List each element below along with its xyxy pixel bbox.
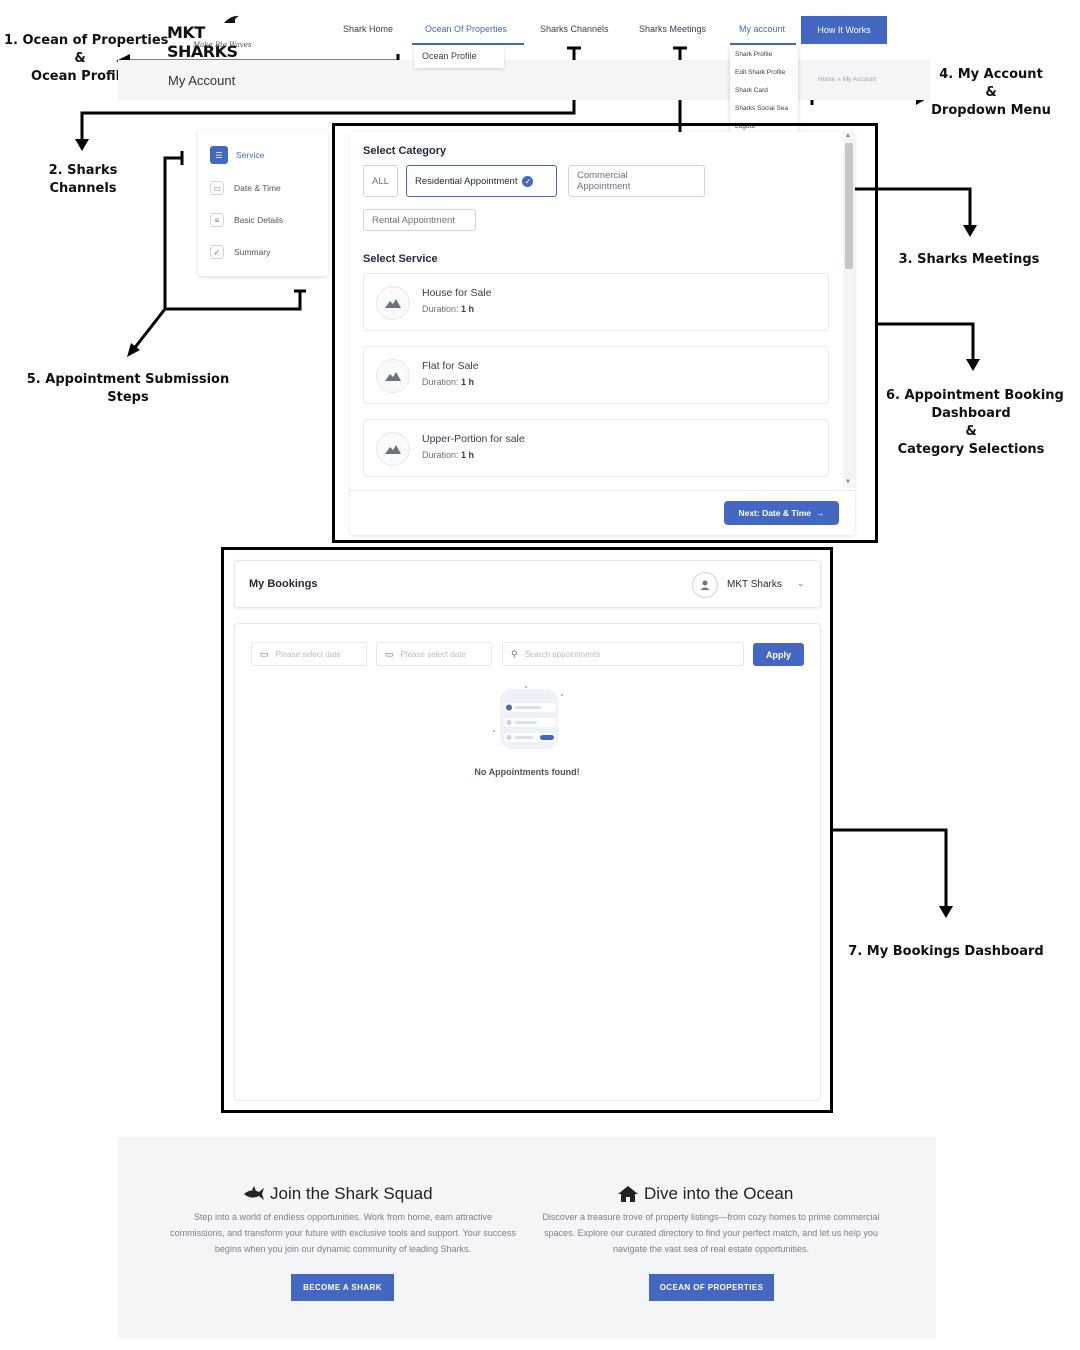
booking-footer [350, 490, 855, 535]
search-input[interactable]: ⚲ Search appointments [502, 642, 744, 666]
service-duration: Duration: 1 h [422, 450, 475, 460]
avatar[interactable] [692, 572, 718, 598]
ocean-submenu-item[interactable]: Ocean Profile [414, 46, 504, 68]
mountain-image-icon [376, 359, 410, 393]
annotation-frame-booking [332, 123, 878, 543]
service-item-upper-portion[interactable]: Upper-Portion for sale Duration: 1 h [363, 419, 829, 477]
step-summary[interactable]: ✓ Summary [210, 242, 270, 262]
bookings-header: My Bookings MKT Sharks ⌄ [234, 560, 821, 608]
nav-sharks-channels[interactable]: Sharks Channels [540, 24, 609, 34]
service-name: House for Sale [422, 287, 492, 299]
service-duration: Duration: 1 h [422, 304, 475, 314]
promo-right-text: Discover a treasure trove of property li… [542, 1212, 880, 1254]
apply-button[interactable]: Apply [753, 643, 804, 666]
nav-active-underline [412, 43, 524, 45]
shark-fin-icon [224, 15, 239, 23]
brand-logo[interactable]: MKT SHARKS Make Big Waves [167, 14, 267, 61]
annotation-my-bookings: 7. My Bookings Dashboard [848, 944, 1044, 959]
ocean-of-properties-button[interactable]: OCEAN OF PROPERTIES [649, 1274, 774, 1301]
shark-icon [244, 1186, 264, 1200]
category-commercial[interactable]: Commercial Appointment [568, 165, 705, 197]
promo-left-title: Join the Shark Squad [243, 1184, 433, 1204]
annotation-my-account: 4. My Account&Dropdown Menu [931, 67, 1051, 118]
brand-tagline: Make Big Waves [193, 41, 252, 49]
end-date-input[interactable]: ▭ Please select date [376, 642, 492, 666]
nav-sharks-meetings[interactable]: Sharks Meetings [639, 24, 707, 34]
service-item-flat[interactable]: Flat for Sale Duration: 1 h [363, 346, 829, 404]
menu-edit-shark-profile[interactable]: Edit Shark Profile [735, 69, 786, 76]
annotation-frame-bookings [221, 547, 833, 1113]
search-icon: ⚲ [511, 648, 518, 659]
menu-logout[interactable]: Logout [735, 123, 755, 130]
appointment-steps-card: ☰ Service ▭ Date & Time ≡ Basic Details … [198, 130, 328, 276]
start-date-input[interactable]: ▭ Please select date [251, 642, 367, 666]
annotation-ocean-properties: 1. Ocean of Properties&Ocean Profile [4, 33, 169, 84]
calendar-icon: ▭ [385, 648, 394, 659]
step-service[interactable]: ☰ Service [210, 145, 264, 165]
menu-shark-card[interactable]: Shark Card [735, 87, 768, 94]
nav-my-account[interactable]: My account [739, 24, 786, 34]
breadcrumb[interactable]: Home » My Account [818, 76, 877, 83]
menu-shark-profile[interactable]: Shark Profile [735, 51, 773, 58]
annotation-sharks-channels: 2. Sharks Channels [48, 163, 118, 196]
arrow-right-icon: → [816, 508, 825, 518]
promo-section [118, 1137, 936, 1339]
category-residential[interactable]: Residential Appointment ✓ [406, 165, 557, 197]
nav-shark-home[interactable]: Shark Home [343, 24, 394, 34]
checklist-icon: ✓ [210, 245, 224, 259]
become-a-shark-button[interactable]: BECOME A SHARK [291, 1274, 394, 1301]
scroll-down-icon[interactable]: ▼ [845, 479, 851, 485]
service-name: Upper-Portion for sale [422, 433, 525, 445]
brand-name: MKT SHARKS [167, 23, 238, 61]
scroll-up-icon[interactable]: ▲ [845, 133, 851, 139]
step-date-time[interactable]: ▭ Date & Time [210, 178, 281, 198]
select-service-title: Select Service [363, 253, 438, 265]
details-icon: ≡ [210, 213, 224, 227]
step-basic-details[interactable]: ≡ Basic Details [210, 210, 283, 230]
user-icon [700, 580, 710, 590]
service-item-house[interactable]: House for Sale Duration: 1 h [363, 273, 829, 331]
menu-sharks-social-sea[interactable]: Sharks Social Sea [735, 105, 789, 112]
service-name: Flat for Sale [422, 360, 479, 372]
annotation-submission-steps: 5. Appointment Submission Steps [26, 372, 230, 405]
category-all[interactable]: ALL [363, 165, 398, 197]
account-dropdown-menu: Shark Profile Edit Shark Profile Shark C… [730, 46, 798, 134]
service-duration: Duration: 1 h [422, 377, 475, 387]
bookings-title: My Bookings [249, 578, 318, 590]
empty-state-text: No Appointments found! [474, 767, 580, 777]
empty-list-illustration-icon [493, 686, 563, 749]
house-icon [618, 1186, 638, 1202]
scrollbar-thumb[interactable] [845, 143, 853, 269]
promo-left-text: Step into a world of endless opportuniti… [170, 1212, 516, 1254]
mountain-image-icon [376, 432, 410, 466]
calendar-icon: ▭ [260, 648, 269, 659]
account-active-underline [730, 43, 796, 45]
annotation-sharks-meetings: 3. Sharks Meetings [898, 252, 1040, 267]
chevron-down-icon[interactable]: ⌄ [797, 578, 805, 588]
how-it-works-button[interactable]: How It Works [801, 16, 887, 44]
nav-ocean-of-properties[interactable]: Ocean Of Properties [425, 24, 508, 34]
user-name[interactable]: MKT Sharks [727, 579, 782, 590]
page-title: My Account [168, 73, 236, 88]
page-header-band [118, 60, 930, 100]
next-date-time-button[interactable]: Next: Date & Time → [724, 501, 839, 525]
mountain-image-icon [376, 286, 410, 320]
service-step-icon: ☰ [210, 146, 228, 164]
check-icon: ✓ [522, 175, 534, 187]
calendar-icon: ▭ [210, 181, 224, 195]
select-category-title: Select Category [363, 145, 447, 157]
promo-right-title: Dive into the Ocean [617, 1184, 793, 1204]
category-rental[interactable]: Rental Appointment [363, 209, 476, 231]
